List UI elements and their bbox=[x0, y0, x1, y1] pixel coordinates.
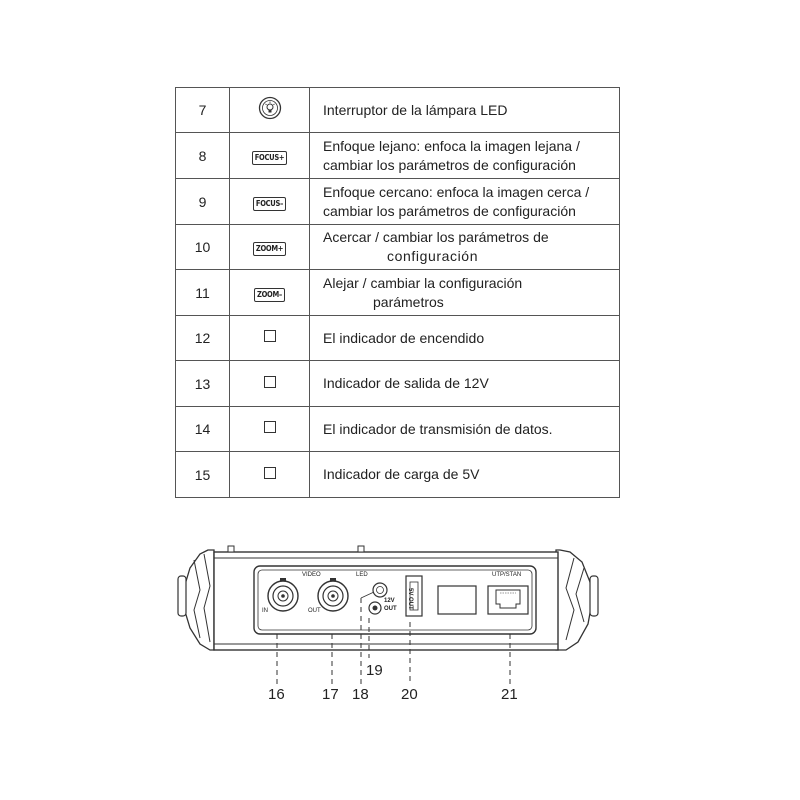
row-number: 14 bbox=[175, 406, 230, 452]
focus-minus-button-icon: FOCUS– bbox=[252, 196, 287, 211]
table-row: 8 FOCUS+ Enfoque lejano: enfoca la imagen … bbox=[175, 132, 620, 179]
row-description: El indicador de transmisión de datos. bbox=[309, 406, 620, 452]
zoom-plus-button-icon: ZOOM+ bbox=[252, 242, 287, 256]
callout-17: 17 bbox=[322, 686, 339, 703]
table-row: 12 El indicador de encendido bbox=[175, 315, 620, 361]
table-row: 15 Indicador de carga de 5V bbox=[175, 451, 620, 498]
row-description: Acercar / cambiar los parámetros de confi… bbox=[309, 224, 620, 270]
description-line: parámetros bbox=[373, 293, 444, 310]
device-panel-drawing bbox=[177, 545, 599, 684]
description-line: cambiar los parámetros de configuración bbox=[323, 156, 576, 173]
description-line: El indicador de transmisión de datos. bbox=[323, 420, 553, 437]
row-number: 13 bbox=[175, 360, 230, 407]
label-video: VIDEO bbox=[302, 572, 321, 578]
label-out: OUT bbox=[308, 608, 321, 614]
row-description: Enfoque lejano: enfoca la imagen lejana … bbox=[309, 132, 620, 179]
square-indicator-icon bbox=[263, 466, 276, 479]
row-number: 8 bbox=[175, 132, 230, 179]
row-number: 9 bbox=[175, 178, 230, 225]
description-line: configuración bbox=[387, 248, 479, 264]
label-led: LED bbox=[356, 572, 368, 578]
row-icon-cell: ZOOM– bbox=[229, 269, 310, 316]
table-row: 13 Indicador de salida de 12V bbox=[175, 360, 620, 407]
table-row: 7 Interruptor de la lámpara LED bbox=[175, 87, 620, 133]
row-description: Indicador de salida de 12V bbox=[309, 360, 620, 407]
focus-plus-button-icon: FOCUS+ bbox=[251, 150, 288, 165]
table-row: 14 El indicador de transmisión de datos. bbox=[175, 406, 620, 452]
row-icon-cell: ZOOM+ bbox=[229, 224, 310, 270]
description-line: Enfoque lejano: enfoca la imagen lejana … bbox=[323, 137, 580, 154]
row-description: Indicador de carga de 5V bbox=[309, 451, 620, 498]
row-number: 12 bbox=[175, 315, 230, 361]
component-table: 7 Interruptor de la lámpara LED 8 FOCUS+ Enf… bbox=[175, 87, 620, 498]
table-row: 11 ZOOM– Alejar / cambiar la configuración… bbox=[175, 269, 620, 316]
callout-21: 21 bbox=[501, 686, 518, 703]
description-line: El indicador de encendido bbox=[323, 329, 485, 346]
square-indicator-icon bbox=[263, 375, 276, 388]
row-description: Alejar / cambiar la configuración parámet… bbox=[309, 269, 620, 316]
zoom-minus-button-icon: ZOOM– bbox=[254, 287, 285, 302]
square-indicator-icon bbox=[263, 421, 276, 433]
description-line: Acercar / cambiar los parámetros de bbox=[323, 229, 549, 245]
row-number: 15 bbox=[175, 451, 230, 498]
device-side-panel-diagram: IN VIDEO OUT LED 12V OUT 5V OUT UTP/STAN… bbox=[170, 538, 630, 718]
label-12v-out: OUT bbox=[384, 606, 397, 612]
row-icon-cell: FOCUS– bbox=[229, 178, 310, 225]
description-line: Interruptor de la lámpara LED bbox=[323, 101, 508, 118]
row-number: 7 bbox=[175, 87, 230, 133]
table-row: 9 FOCUS– Enfoque cercano: enfoca la imagen… bbox=[175, 178, 620, 225]
led-lamp-button-icon bbox=[258, 96, 281, 119]
row-icon-cell bbox=[229, 360, 310, 407]
callout-16: 16 bbox=[268, 686, 285, 703]
row-description: Interruptor de la lámpara LED bbox=[309, 87, 620, 133]
row-icon-cell: FOCUS+ bbox=[229, 132, 310, 179]
row-description: El indicador de encendido bbox=[309, 315, 620, 361]
description-line: cambiar los parámetros de configuración bbox=[323, 202, 576, 219]
label-12v: 12V bbox=[384, 598, 395, 604]
callout-18: 18 bbox=[352, 686, 369, 703]
label-utp: UTP/STAN bbox=[492, 572, 522, 578]
row-number: 10 bbox=[175, 224, 230, 270]
callout-20: 20 bbox=[401, 686, 418, 703]
row-description: Enfoque cercano: enfoca la imagen cerca … bbox=[309, 178, 620, 225]
table-row: 10 ZOOM+ Acercar / cambiar los parámetros … bbox=[175, 224, 620, 270]
row-icon-cell bbox=[229, 87, 310, 133]
row-icon-cell bbox=[229, 315, 310, 361]
callout-19: 19 bbox=[366, 662, 383, 679]
label-in: IN bbox=[262, 608, 268, 614]
description-line: Indicador de carga de 5V bbox=[323, 466, 480, 482]
row-icon-cell bbox=[229, 406, 310, 452]
square-indicator-icon bbox=[263, 330, 276, 342]
row-icon-cell bbox=[229, 451, 310, 498]
row-number: 11 bbox=[175, 269, 230, 316]
description-line: Indicador de salida de 12V bbox=[323, 375, 489, 391]
label-5v-out: 5V OUT bbox=[407, 588, 413, 610]
description-line: Alejar / cambiar la configuración bbox=[323, 274, 523, 291]
description-line: Enfoque cercano: enfoca la imagen cerca … bbox=[323, 183, 590, 200]
